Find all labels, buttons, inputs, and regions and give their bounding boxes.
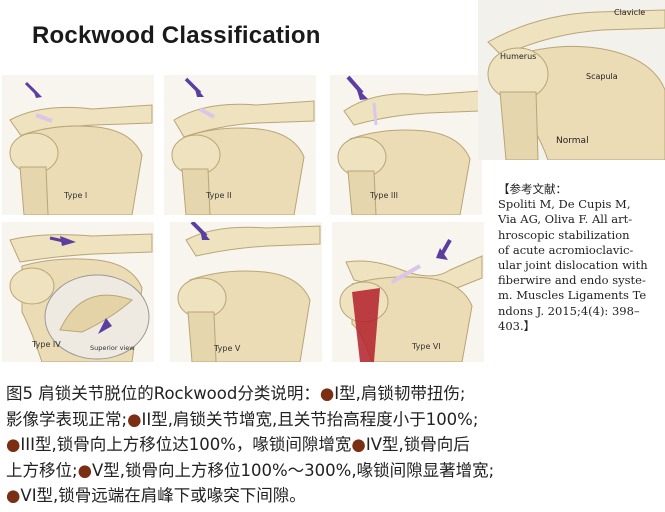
humerus-label: Humerus	[500, 52, 537, 61]
panel-label: Type VI	[412, 342, 441, 351]
reference-line: of acute acromioclavic-	[498, 242, 634, 257]
bullet-icon: ●	[6, 435, 21, 454]
panel-type-2: Type II	[164, 75, 316, 215]
bullet-icon: ●	[77, 460, 92, 480]
shoulder-illustration	[330, 75, 482, 215]
bullet-icon: ●	[127, 409, 142, 429]
panel-label: Type V	[214, 344, 241, 353]
caption-text: I型,肩锁韧带扭伤;	[334, 384, 466, 403]
clavicle-label: Clavicle	[614, 8, 646, 17]
bullet-icon: ●	[351, 435, 366, 454]
reference-line: m. Muscles Ligaments Te	[498, 288, 647, 303]
panel-label: Type I	[64, 191, 88, 200]
shoulder-illustration	[332, 222, 484, 362]
caption-line: 影像学表现正常;●II型,肩锁关节增宽,且关节抬高程度小于100%;	[6, 407, 662, 433]
shoulder-illustration	[164, 75, 316, 215]
reference-line: 403.】	[498, 318, 536, 333]
caption-text: 影像学表现正常;	[6, 409, 128, 429]
inset-label: Superior view	[90, 344, 135, 352]
scapula-label: Scapula	[586, 72, 618, 81]
panel-label: Type IV	[32, 340, 61, 349]
normal-shoulder-illustration	[478, 0, 665, 160]
panel-type-4: Type IV Superior view	[2, 222, 154, 362]
caption-line: 上方移位;●V型,锁骨向上方移位100%～300%,喙锁间隙显著增宽;	[6, 458, 662, 484]
reference-line: fiberwire and endo syste-	[498, 273, 646, 288]
caption-text: 上方移位;	[6, 460, 78, 480]
reference-block: 【参考文献： Spoliti M, De Cupis M, Via AG, Ol…	[498, 182, 665, 334]
panel-type-6: Type VI	[332, 222, 484, 362]
caption-line: 图5 肩锁关节脱位的Rockwood分类说明：●I型,肩锁韧带扭伤;	[6, 381, 662, 407]
reference-line: ular joint dislocation with	[498, 258, 648, 273]
reference-heading: 【参考文献：	[498, 182, 567, 196]
caption-line: ●III型,锁骨向上方移位达100%，喙锁间隙增宽●IV型,锁骨向后	[6, 432, 662, 458]
bullet-icon: ●	[319, 384, 335, 403]
shoulder-illustration	[2, 75, 154, 215]
caption-text: VI型,锁骨远端在肩峰下或喙突下间隙。	[20, 486, 306, 505]
panel-type-5: Type V	[170, 222, 322, 362]
caption-text: II型,肩锁关节增宽,且关节抬高程度小于100%;	[141, 409, 479, 429]
caption-text: IV型,锁骨向后	[365, 435, 470, 454]
reference-line: ndons J. 2015;4(4): 398–	[498, 303, 640, 318]
normal-shoulder: Clavicle Humerus Scapula Normal	[478, 0, 665, 160]
reference-line: Spoliti M, De Cupis M,	[498, 197, 631, 212]
reference-line: hroscopic stabilization	[498, 227, 630, 242]
shoulder-illustration	[170, 222, 322, 362]
reference-line: Via AG, Oliva F. All art-	[498, 212, 633, 227]
caption-text: III型,锁骨向上方移位达100%，喙锁间隙增宽	[20, 435, 352, 454]
normal-label: Normal	[556, 136, 589, 146]
shoulder-illustration	[2, 222, 154, 362]
panel-type-1: Type I	[2, 75, 154, 215]
caption-text: V型,锁骨向上方移位100%～300%,喙锁间隙显著增宽;	[91, 460, 495, 480]
figure-caption: 图5 肩锁关节脱位的Rockwood分类说明：●I型,肩锁韧带扭伤; 影像学表现…	[6, 381, 662, 509]
caption-text: 图5 肩锁关节脱位的Rockwood分类说明：	[6, 384, 320, 403]
panel-type-3: Type III	[330, 75, 482, 215]
caption-line: ●VI型,锁骨远端在肩峰下或喙突下间隙。	[6, 483, 662, 509]
figure-title: Rockwood Classification	[32, 22, 321, 49]
panel-label: Type III	[370, 191, 398, 200]
panel-label: Type II	[206, 191, 232, 200]
bullet-icon: ●	[6, 486, 21, 505]
